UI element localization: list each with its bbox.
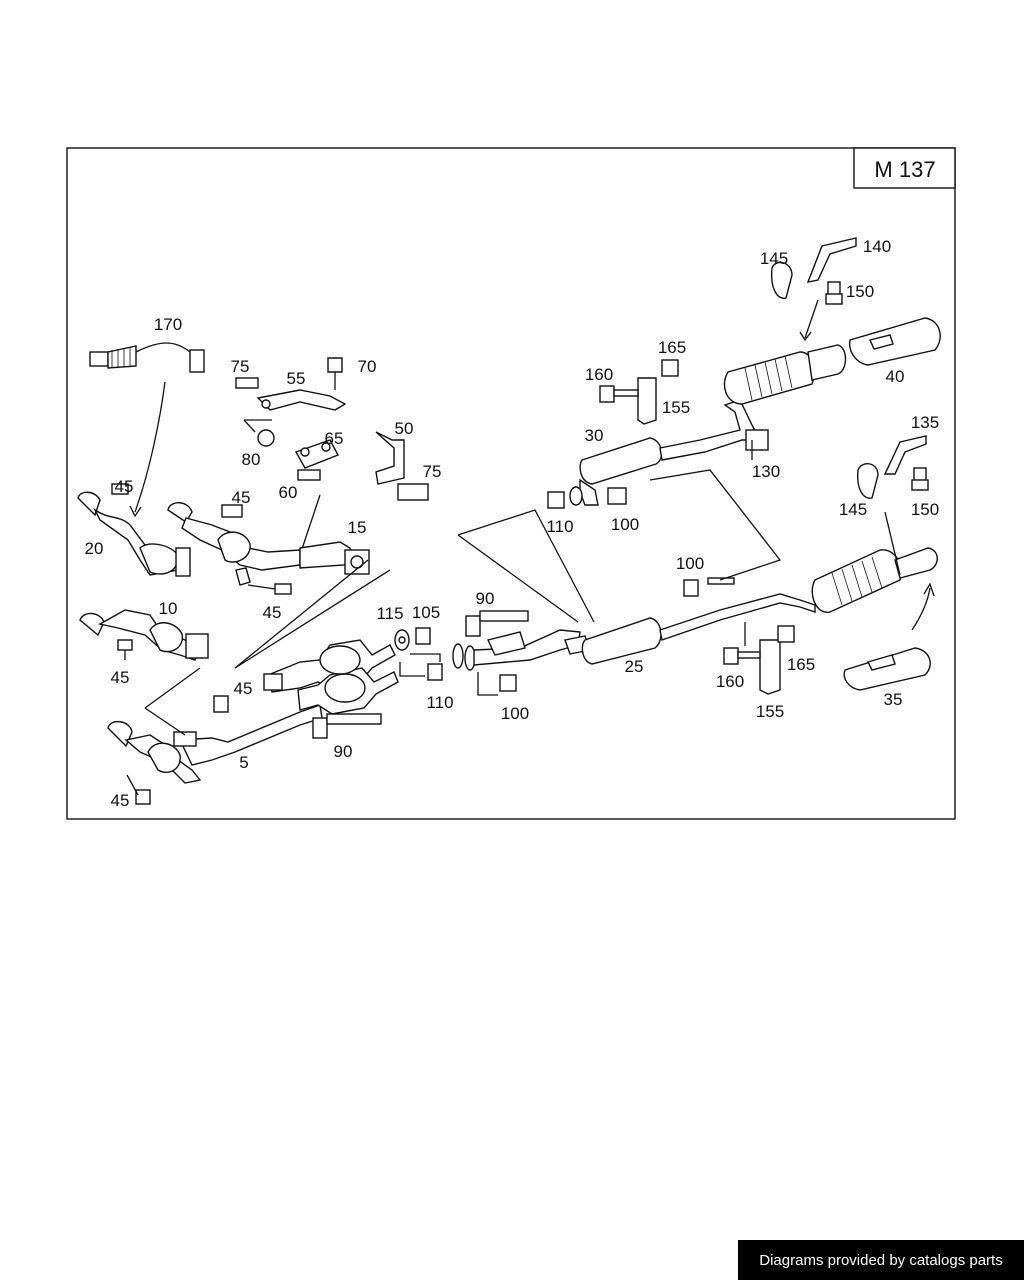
callout-110-upper: 110 [546,517,573,536]
callout-45-c: 45 [263,603,282,622]
callout-145-upper: 145 [760,249,788,268]
bolt-90-lower [312,713,382,739]
callout-155-upper: 155 [662,398,690,417]
callout-130: 130 [752,462,780,481]
hanger-155-lower [723,622,795,695]
diagram-code-box: M 137 [853,147,956,189]
callout-20: 20 [85,539,104,558]
callout-150-lower: 150 [911,500,939,519]
callout-45-f: 45 [111,791,130,810]
diagram-code: M 137 [874,157,935,182]
callout-90-lower: 90 [334,742,353,761]
callout-170: 170 [154,315,182,334]
callout-60: 60 [279,483,298,502]
callout-135: 135 [911,413,939,432]
callout-105: 105 [412,603,440,622]
catalytic-converters [263,639,399,715]
clamp-65 [294,439,339,556]
oxygen-sensor-170 [89,342,205,518]
gaskets-115-105-110 [394,627,443,681]
callout-15: 15 [348,518,367,537]
bolt-90-upper [465,610,529,637]
callout-40: 40 [886,367,905,386]
callout-25: 25 [625,657,644,676]
callout-30: 30 [585,426,604,445]
exhaust-manifold-15 [167,502,370,595]
tailpipe-tip-40 [848,317,941,366]
callout-90-upper: 90 [476,589,495,608]
callout-110-lower: 110 [426,693,453,712]
rear-muffler-lower [811,511,938,631]
callout-45-d: 45 [111,668,130,687]
front-pipe-flange [452,629,581,696]
hanger-155-upper [599,359,679,425]
exhaust-manifold-5 [107,695,323,805]
callout-45-a: 45 [115,477,134,496]
bracket-135 [856,435,929,499]
callout-35: 35 [884,690,903,709]
callout-55: 55 [287,369,306,388]
callout-45-e: 45 [234,679,253,698]
exhaust-manifold-20 [77,483,191,577]
callout-65: 65 [325,429,344,448]
hardware-110-100-upper [547,486,627,509]
callout-50: 50 [395,419,414,438]
bracket-50 [375,431,429,501]
callout-80: 80 [242,450,261,469]
callout-155-lower: 155 [756,702,784,721]
callout-165-lower: 165 [787,655,815,674]
callout-115: 115 [376,604,403,623]
callout-75-lower: 75 [423,462,442,481]
diagram-frame [66,147,956,820]
callout-5: 5 [239,753,248,772]
callout-160-lower: 160 [716,672,744,691]
callout-10: 10 [159,599,178,618]
tailpipe-tip-35 [843,647,931,691]
middle-muffler-25 [564,577,816,665]
callout-140: 140 [863,237,891,256]
footer-credit: Diagrams provided by catalogs parts [738,1240,1024,1280]
callout-145-lower: 145 [839,500,867,519]
leader-lines [144,469,782,736]
exhaust-manifold-10 [79,609,209,661]
callout-165-upper: 165 [658,338,686,357]
callout-70: 70 [358,357,377,376]
callout-75-upper: 75 [231,357,250,376]
callout-100-upper: 100 [611,515,639,534]
bracket-140 [770,237,857,305]
callout-100-lower: 100 [501,704,529,723]
callout-160-upper: 160 [585,365,613,384]
bracket-55 [235,357,347,447]
callout-100-right: 100 [676,554,704,573]
callout-150-upper: 150 [846,282,874,301]
rear-muffler-upper [723,299,847,405]
callout-45-b: 45 [232,488,251,507]
